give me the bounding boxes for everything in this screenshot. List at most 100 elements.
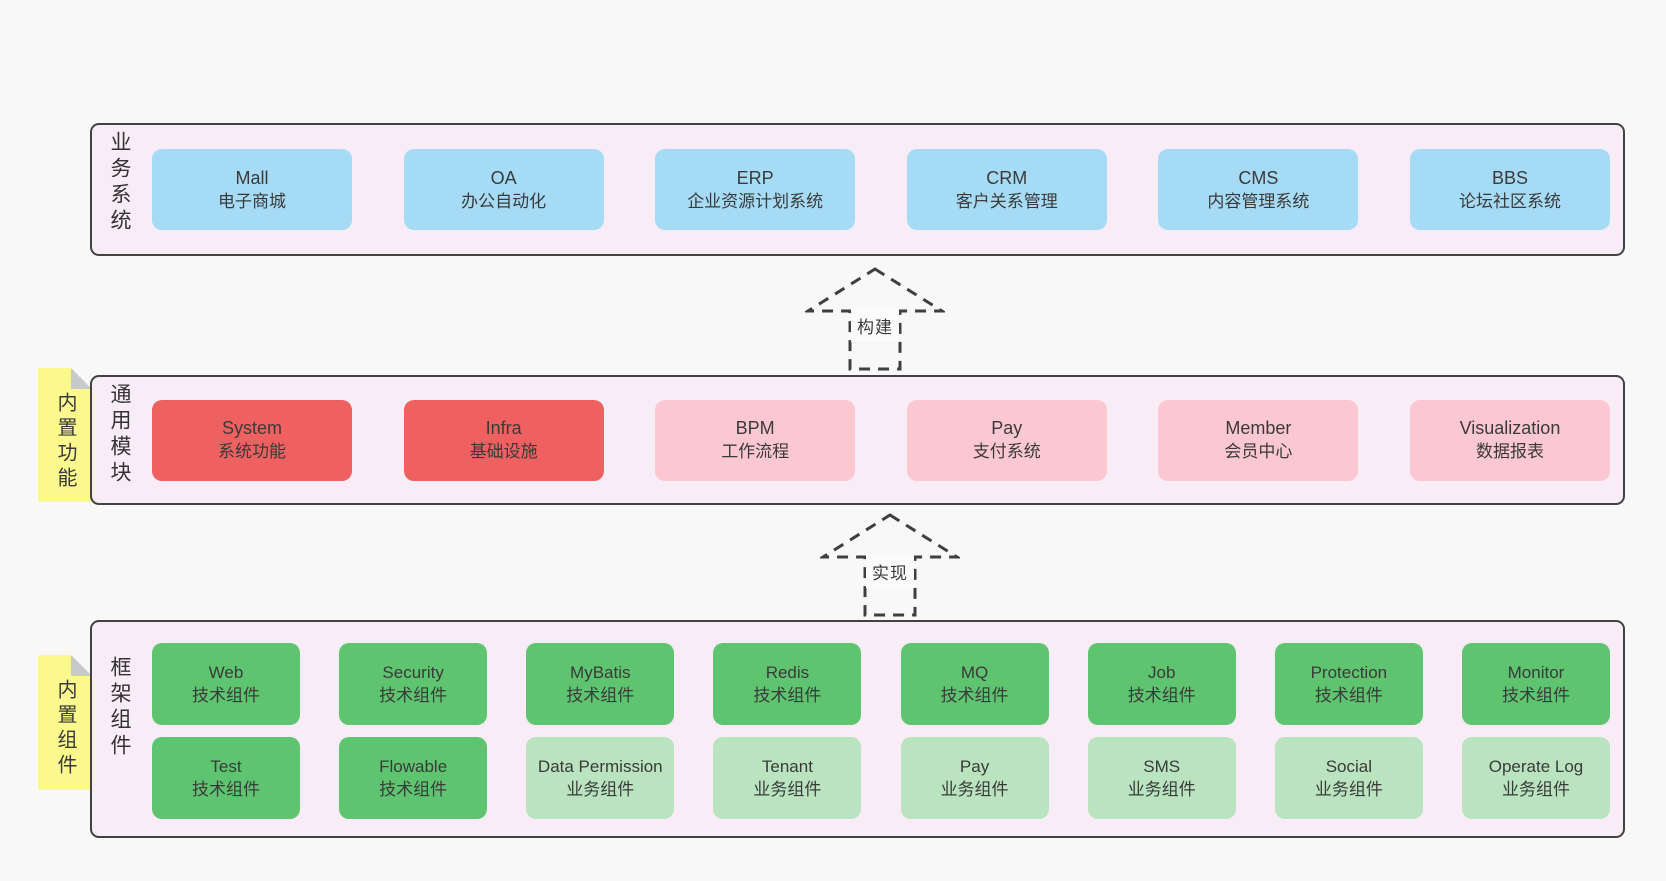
box-title: Job (1147, 663, 1176, 682)
box-test: Test 技术组件 (152, 737, 300, 819)
box-subtitle: 业务组件 (1314, 780, 1383, 799)
box-subtitle: 工作流程 (721, 442, 790, 461)
box-subtitle: 业务组件 (1501, 780, 1570, 799)
box-erp: ERP 企业资源计划系统 (655, 149, 856, 230)
business-boxes-row: Mall 电子商城 OA 办公自动化 ERP 企业资源计划系统 CRM 客户关系… (152, 125, 1610, 254)
sticky-fold-corner-icon (71, 368, 92, 389)
box-subtitle: 支付系统 (972, 442, 1041, 461)
sticky-built-in-features: 内置功能 (38, 368, 92, 502)
box-tenant: Tenant 业务组件 (713, 737, 862, 819)
box-title: Infra (485, 418, 522, 438)
box-oa: OA 办公自动化 (403, 149, 604, 230)
box-subtitle: 客户关系管理 (955, 191, 1058, 211)
box-bbs: BBS 论坛社区系统 (1409, 149, 1610, 230)
box-title: Social (1325, 757, 1372, 776)
box-subtitle: 技术组件 (1127, 686, 1196, 705)
box-title: ERP (736, 167, 774, 188)
box-infra: Infra 基础设施 (403, 399, 604, 481)
framework-row-1: Web 技术组件 Security 技术组件 MyBatis 技术组件 Redi… (152, 643, 1610, 725)
box-subtitle: 电子商城 (218, 191, 286, 211)
box-pay-component: Pay 业务组件 (900, 737, 1049, 819)
box-member: Member 会员中心 (1158, 399, 1359, 481)
box-mq: MQ 技术组件 (900, 643, 1049, 725)
box-pay-system: Pay 支付系统 (906, 399, 1107, 481)
box-subtitle: 技术组件 (566, 686, 635, 705)
framework-row-2: Test 技术组件 Flowable 技术组件 Data Permission … (152, 737, 1610, 819)
box-title: SMS (1143, 757, 1181, 776)
section-label-framework-components: 框架组件 (108, 656, 131, 760)
box-subtitle: 企业资源计划系统 (687, 191, 824, 211)
box-title: Tenant (761, 757, 813, 776)
box-title: Monitor (1507, 663, 1565, 682)
box-flowable: Flowable 技术组件 (339, 737, 488, 819)
box-title: CRM (986, 167, 1028, 188)
box-title: Member (1225, 418, 1292, 438)
box-subtitle: 技术组件 (192, 686, 260, 705)
box-subtitle: 办公自动化 (461, 191, 547, 211)
box-title: BBS (1491, 167, 1528, 188)
box-subtitle: 技术组件 (1314, 686, 1383, 705)
box-subtitle: 系统功能 (218, 442, 286, 461)
modules-boxes-row: System 系统功能 Infra 基础设施 BPM 工作流程 Pay 支付系统… (152, 377, 1610, 503)
box-title: Data Permission (537, 757, 663, 776)
box-subtitle: 技术组件 (753, 686, 822, 705)
box-crm: CRM 客户关系管理 (906, 149, 1107, 230)
box-security: Security 技术组件 (339, 643, 488, 725)
box-title: CMS (1238, 167, 1279, 188)
box-subtitle: 技术组件 (379, 780, 448, 799)
arrow-implement: 实现 (820, 513, 960, 617)
section-framework-components: 框架组件 Web 技术组件 Security 技术组件 MyBatis 技术组件… (90, 620, 1625, 838)
box-protection: Protection 技术组件 (1274, 643, 1423, 725)
box-title: Web (208, 663, 244, 682)
sticky-fold-corner-icon (71, 655, 92, 676)
section-label-common-modules: 通用模块 (108, 383, 131, 487)
box-title: OA (490, 167, 517, 188)
sticky-label: 内置功能 (54, 392, 76, 492)
box-title: Operate Log (1488, 757, 1584, 776)
dashed-up-arrow-icon (820, 513, 960, 617)
box-mall: Mall 电子商城 (152, 149, 352, 230)
box-title: MQ (960, 663, 989, 682)
box-subtitle: 技术组件 (940, 686, 1009, 705)
box-subtitle: 基础设施 (469, 442, 538, 461)
box-title: Protection (1310, 663, 1388, 682)
section-label-business-systems: 业务系统 (108, 131, 131, 235)
box-subtitle: 技术组件 (1501, 686, 1570, 705)
box-subtitle: 内容管理系统 (1207, 191, 1310, 211)
box-bpm: BPM 工作流程 (655, 399, 856, 481)
box-title: Visualization (1459, 418, 1561, 438)
box-subtitle: 数据报表 (1475, 442, 1544, 461)
arrow-build: 构建 (805, 267, 945, 371)
section-common-modules: 通用模块 System 系统功能 Infra 基础设施 BPM 工作流程 Pay… (90, 375, 1625, 505)
box-subtitle: 业务组件 (940, 780, 1009, 799)
sticky-label: 内置组件 (54, 679, 76, 779)
section-business-systems: 业务系统 Mall 电子商城 OA 办公自动化 ERP 企业资源计划系统 CRM… (90, 123, 1625, 256)
box-visualization: Visualization 数据报表 (1409, 399, 1610, 481)
box-subtitle: 业务组件 (566, 780, 635, 799)
box-redis: Redis 技术组件 (713, 643, 862, 725)
dashed-up-arrow-icon (805, 267, 945, 371)
box-title: Pay (959, 757, 990, 776)
box-subtitle: 论坛社区系统 (1458, 191, 1561, 211)
box-title: Mall (235, 167, 269, 188)
box-title: Pay (991, 418, 1023, 438)
arrow-build-label: 构建 (851, 309, 899, 342)
box-title: Flowable (379, 757, 448, 776)
box-system: System 系统功能 (152, 399, 352, 481)
box-monitor: Monitor 技术组件 (1461, 643, 1610, 725)
box-subtitle: 会员中心 (1224, 442, 1293, 461)
box-mybatis: MyBatis 技术组件 (526, 643, 675, 725)
box-social: Social 业务组件 (1274, 737, 1423, 819)
box-data-permission: Data Permission 业务组件 (526, 737, 675, 819)
box-title: Security (382, 663, 444, 682)
box-title: Redis (765, 663, 810, 682)
box-subtitle: 技术组件 (192, 780, 260, 799)
box-title: MyBatis (570, 663, 631, 682)
arrow-implement-label: 实现 (866, 555, 914, 588)
box-web: Web 技术组件 (152, 643, 300, 725)
box-subtitle: 业务组件 (1127, 780, 1196, 799)
box-operate-log: Operate Log 业务组件 (1461, 737, 1610, 819)
box-title: System (221, 418, 282, 438)
box-subtitle: 技术组件 (379, 686, 448, 705)
box-cms: CMS 内容管理系统 (1158, 149, 1359, 230)
